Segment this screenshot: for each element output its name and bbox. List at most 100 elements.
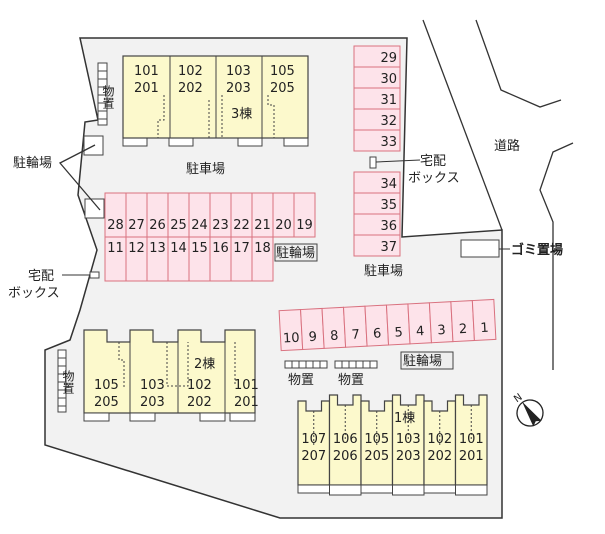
unit-number: 202: [427, 449, 452, 464]
unit-number: 202: [178, 81, 203, 96]
parking-space-number: 24: [191, 218, 208, 233]
unit-number: 102: [178, 64, 203, 79]
delivery-box-label: 宅配: [420, 154, 446, 169]
delivery-box-label: 宅配: [28, 269, 54, 284]
parking-space-number: 32: [380, 114, 397, 129]
parking-label: 駐車場: [364, 264, 403, 279]
unit-number: 201: [459, 449, 484, 464]
bicycle-parking-label: 駐輪場: [403, 353, 442, 369]
parking-space-number: 5: [394, 325, 403, 340]
parking-space-number: 36: [380, 219, 397, 234]
building-name: 1棟: [394, 411, 415, 426]
unit-number: 102: [187, 378, 212, 393]
garbage-area: [460, 239, 500, 258]
storage-1: 物置: [284, 360, 328, 388]
parking-space-number: 15: [191, 241, 208, 256]
bicycle-parking-label: 駐輪場: [13, 155, 52, 171]
parking-space-number: 27: [128, 218, 145, 233]
unit-number: 201: [234, 395, 259, 410]
parking-space-number: 19: [296, 218, 313, 233]
road-edge: [422, 19, 503, 231]
unit-number: 205: [94, 395, 119, 410]
unit-number: 205: [364, 449, 389, 464]
parking-space-number: 11: [107, 241, 124, 256]
unit-number: 207: [301, 449, 326, 464]
parking-space: [353, 129, 401, 152]
building-name: 3棟: [231, 107, 252, 122]
unit-number: 203: [226, 81, 251, 96]
parking-space-number: 26: [149, 218, 166, 233]
storage-label: 物置: [288, 373, 314, 388]
unit-number: 103: [226, 64, 251, 79]
delivery-box-label: ボックス: [8, 286, 60, 301]
unit-number: 107: [301, 432, 326, 447]
parking-column-29-33: 29 30 31 32 33: [353, 45, 401, 152]
parking-space-number: 13: [149, 241, 166, 256]
parking-label: 駐車場: [186, 162, 225, 177]
road-label: 道路: [494, 138, 520, 154]
unit-number: 102: [427, 432, 452, 447]
storage-label: 物置: [338, 373, 364, 388]
parking-space-number: 29: [380, 51, 397, 66]
parking-space-number: 21: [254, 218, 271, 233]
parking-space-number: 10: [283, 331, 300, 347]
unit-number: 105: [270, 64, 295, 79]
parking-space-number: 28: [107, 218, 124, 233]
unit-number: 203: [396, 449, 421, 464]
unit-number: 201: [134, 81, 159, 96]
parking-space-number: 33: [380, 135, 397, 150]
building-name: 2棟: [194, 357, 215, 372]
delivery-box-label: ボックス: [408, 171, 460, 186]
parking-space-number: 20: [275, 218, 292, 233]
parking-space: [293, 192, 316, 238]
parking-space-number: 9: [308, 330, 317, 345]
storage-left: 物置: [57, 349, 75, 413]
parking-space-number: 25: [170, 218, 187, 233]
unit-number: 103: [396, 432, 421, 447]
parking-row-19-28: 28 27 26 25 24 23 22 21 20 19: [104, 192, 316, 238]
parking-space-number: 2: [459, 322, 468, 337]
parking-space-number: 4: [416, 324, 425, 339]
unit-number: 202: [187, 395, 212, 410]
parking-space-number: 16: [212, 241, 229, 256]
parking-space: [251, 236, 274, 282]
unit-number: 106: [333, 432, 358, 447]
parking-space-number: 37: [380, 240, 397, 255]
unit-number: 101: [459, 432, 484, 447]
building-3: 101 201 102 202 103 203 105 205 3棟: [122, 55, 309, 147]
bicycle-parking-sign: [400, 351, 454, 370]
road-edge: [539, 142, 574, 370]
parking-space-number: 8: [330, 329, 339, 344]
parking-space-number: 35: [380, 198, 397, 213]
unit-number: 101: [134, 64, 159, 79]
bicycle-rack: [84, 198, 105, 219]
delivery-box: [369, 156, 377, 169]
parking-space: [471, 298, 497, 342]
parking-space-number: 6: [373, 326, 382, 341]
unit-number: 206: [333, 449, 358, 464]
leader-line: [375, 159, 421, 163]
parking-space-number: 18: [254, 241, 271, 256]
parking-space-number: 30: [380, 72, 397, 87]
bicycle-parking-label: 駐輪場: [276, 245, 315, 261]
leader-line: [58, 144, 101, 211]
unit-number: 103: [140, 378, 165, 393]
delivery-box: [89, 271, 100, 279]
storage-label: 物置: [61, 370, 75, 394]
parking-space-number: 12: [128, 241, 145, 256]
unit-number: 205: [270, 81, 295, 96]
storage-2: 物置: [334, 360, 378, 388]
parking-space-number: 31: [380, 93, 397, 108]
unit-number: 203: [140, 395, 165, 410]
parking-space-number: 22: [233, 218, 250, 233]
garbage-label: ゴミ置場: [511, 242, 563, 258]
parking-space-number: 23: [212, 218, 229, 233]
parking-space-number: 14: [170, 241, 187, 256]
bicycle-parking-sign: [274, 243, 318, 262]
storage-top-left: 物置: [97, 62, 115, 126]
parking-space-number: 1: [480, 321, 489, 336]
